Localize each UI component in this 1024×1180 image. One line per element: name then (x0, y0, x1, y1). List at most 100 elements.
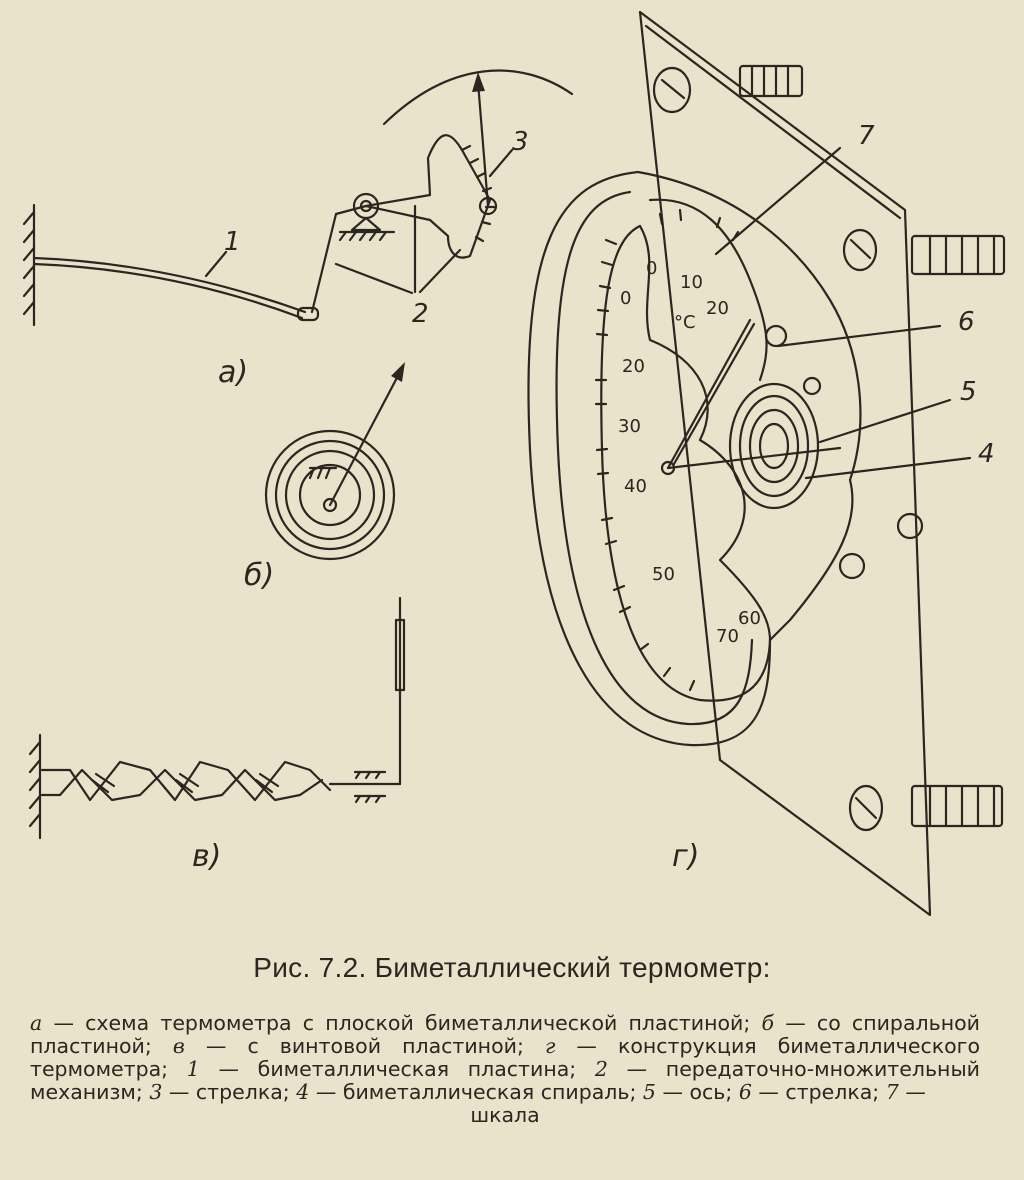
legend-key-3: 3 (149, 1080, 163, 1104)
callout-5: 5 (960, 377, 977, 407)
leader-2a (334, 262, 414, 295)
legend-text-v: — с винтовой пластиной; (205, 1034, 524, 1058)
support-hatch (338, 230, 396, 242)
scale-outer-50: 50 (652, 564, 675, 585)
spiral-turn-3 (284, 449, 376, 541)
spiral-turn-inner (298, 463, 362, 527)
rod-supports (353, 770, 387, 804)
inner-scale-arc (648, 198, 768, 382)
leader-1 (204, 250, 228, 278)
helix-shading (90, 772, 280, 794)
legend-key-4: 4 (296, 1080, 310, 1104)
legend-text-a: — схема термометра с плоской биметалличе… (53, 1011, 751, 1035)
glass-face (600, 224, 772, 702)
axle-5 (666, 446, 842, 470)
callout-3: 3 (512, 127, 529, 157)
plate-edge (644, 24, 902, 220)
leader-3 (488, 148, 514, 178)
legend-key-6: 6 (738, 1080, 752, 1104)
pivot-support (350, 216, 382, 232)
pointer-3 (476, 80, 490, 208)
scale-inner-0: 0 (646, 258, 657, 279)
legend-key-7: 7 (885, 1080, 899, 1104)
wall-hatching-a (22, 210, 36, 316)
screw-right-top (842, 228, 1006, 276)
scale-outer-60: 60 (738, 608, 761, 629)
legend-text-3: — стрелка; (168, 1080, 290, 1104)
pointer-6 (666, 318, 752, 470)
panel-label-g: г) (672, 839, 699, 874)
panel-b-drawing (264, 362, 405, 561)
legend-key-v: в (172, 1034, 185, 1058)
panel-a-drawing (22, 69, 574, 327)
leader-5 (818, 398, 952, 444)
legend-key-1: 1 (186, 1057, 200, 1081)
pointer-6-edge (672, 322, 756, 466)
callout-4: 4 (978, 439, 995, 469)
scale-unit: °C (674, 312, 696, 333)
leader-6 (776, 324, 942, 348)
legend-key-b: б (761, 1011, 775, 1035)
scale-ticks (594, 208, 740, 692)
screw-bottom (848, 784, 1004, 832)
helix-top-edge (40, 760, 332, 802)
legend-tail: шкала (470, 1103, 540, 1127)
pointer-b (328, 370, 402, 507)
legend-text-b: — со спиральной пластиной; (30, 1011, 980, 1058)
panel-label-v: в) (192, 839, 221, 874)
bimetal-plate-1-layer (32, 262, 304, 320)
plate-hole-2 (802, 376, 822, 396)
gear-teeth (460, 144, 496, 243)
callout-1: 1 (224, 227, 241, 257)
leader-7 (714, 146, 842, 256)
link-rod (310, 212, 338, 314)
legend-key-g: г (544, 1034, 556, 1058)
screw-top (652, 64, 804, 114)
panel-v-drawing (28, 596, 406, 840)
legend-text-6: — стрелка; (758, 1080, 880, 1104)
legend-text-2: — передаточно-множительный механизм; (30, 1057, 980, 1104)
plate-hole-1 (764, 324, 788, 348)
spiral-turn-2 (274, 439, 386, 551)
scale-outer-20: 20 (622, 356, 645, 377)
panel-label-b: б) (244, 558, 274, 593)
leader-2c (418, 248, 462, 294)
scale-inner-10: 10 (680, 272, 703, 293)
figure-caption: Рис. 7.2. Биметаллический термометр: (253, 952, 771, 983)
housing-outer (527, 170, 862, 747)
legend-key-5: 5 (642, 1080, 656, 1104)
dial-arc-a (382, 69, 574, 126)
leader-4 (804, 456, 972, 480)
callout-7: 7 (858, 121, 875, 151)
spiral-4 (728, 382, 820, 510)
scale-inner-20: 20 (706, 298, 729, 319)
gear-sector (364, 134, 492, 259)
bimetal-plate-1 (32, 256, 307, 314)
plate-hole-4 (838, 552, 866, 580)
wall-hatching-v (28, 740, 42, 828)
pointer-6-hub (660, 460, 676, 476)
panel-label-a: а) (218, 355, 248, 390)
legend-key-a: а (30, 1011, 43, 1035)
bimetallic-thermometer-figure: 0 10 20 °C 0 20 30 40 50 60 70 а) б) в) … (22, 10, 1006, 917)
scale-outer-30: 30 (618, 416, 641, 437)
housing-rim (555, 190, 754, 726)
callout-2: 2 (412, 299, 429, 329)
pointer-3-arrowhead (472, 72, 485, 92)
spiral-turn-outer (264, 429, 396, 561)
callout-6: 6 (958, 307, 975, 337)
legend-text-g: — конструкция биметаллического термометр… (30, 1034, 980, 1081)
legend-key-2: 2 (594, 1057, 608, 1081)
scale-outer-0: 0 (620, 288, 631, 309)
pointer-b-arrowhead (391, 362, 405, 382)
pointer-v-guide (394, 618, 406, 692)
figure-legend: а — схема термометра с плоской биметалли… (30, 1012, 980, 1127)
cutaway-edge-2 (698, 438, 772, 642)
scale-outer-40: 40 (624, 476, 647, 497)
spiral-anchor-hatch (308, 466, 338, 480)
mounting-plate (638, 10, 932, 917)
plate-hole-3 (896, 512, 924, 540)
legend-text-1: — биметаллическая пластина; (218, 1057, 577, 1081)
legend-text-7: — (905, 1080, 926, 1104)
